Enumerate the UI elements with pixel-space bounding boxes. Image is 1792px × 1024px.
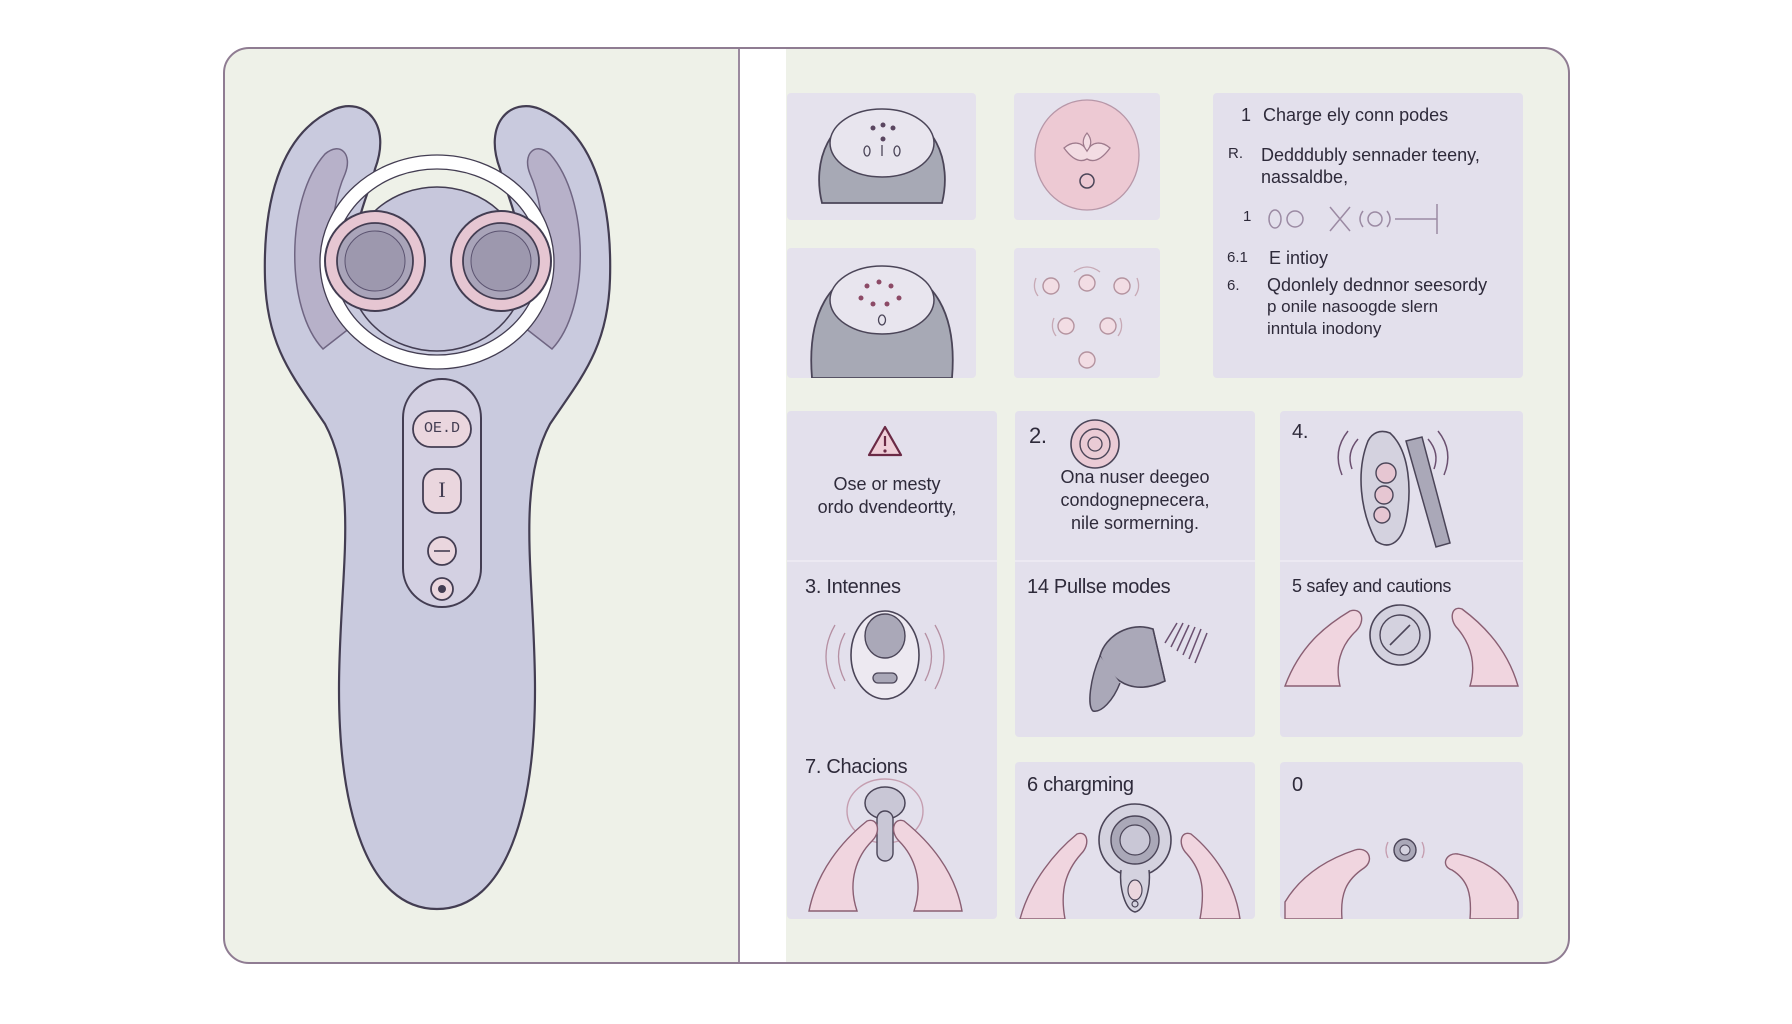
step2-number: 2.: [1029, 423, 1047, 448]
page-spine: [738, 49, 786, 962]
step7-cautions-label: 7. Chacions: [805, 756, 908, 778]
step2-line1: Ona nuser deegeo: [1060, 467, 1210, 487]
info-item4-text: E intioy: [1269, 248, 1329, 268]
head-tile-face: [787, 248, 976, 378]
power-button-label: OE.D: [423, 420, 460, 437]
info-item2-line1: Dedddubly sennader teeny,: [1261, 145, 1480, 165]
step3-intensities-label: 3. Intennes: [805, 576, 901, 598]
vibration-pattern-tile: [1014, 248, 1160, 378]
step4-number: 4.: [1292, 421, 1309, 443]
step6-charging-label: 6 chargming: [1027, 774, 1134, 796]
step5-safety-label: 5 safey and cautions: [1292, 576, 1452, 596]
info-item4-number: 6.1: [1227, 249, 1248, 266]
warning-line2: ordo dvendeortty,: [817, 497, 957, 517]
info-item5-number: 6.: [1227, 277, 1240, 294]
step2-line3: nile sormerning.: [1070, 513, 1200, 533]
column-b-lower-tile: 6 chargming: [1015, 762, 1255, 919]
warning-line1: Ose or mesty: [833, 474, 941, 494]
wave-diagram: [1268, 204, 1438, 234]
step14-pulse-modes-label: 14 Pullse modes: [1027, 576, 1171, 598]
info-item1-number: 1: [1241, 105, 1252, 125]
info-item5-line1: Qdonlely dednnor seesordy: [1267, 275, 1488, 295]
mode-button-label: I: [438, 477, 446, 502]
info-item1-text: Charge ely conn podes: [1263, 105, 1449, 125]
info-item2-line2: nassaldbe,: [1261, 167, 1349, 187]
info-panel: 1 Charge ely conn podes R. Dedddubly sen…: [1213, 93, 1523, 378]
massager-device-illustration: [263, 105, 612, 911]
column-b-upper-tile: 2. Ona nuser deegeo condognepnecera, nil…: [1015, 411, 1255, 737]
info-item2-marker: R.: [1228, 145, 1243, 162]
column-c-lower-tile: 0: [1280, 762, 1523, 919]
step0-label: 0: [1292, 774, 1303, 796]
step2-line2: condognepnecera,: [1060, 490, 1210, 510]
head-tile-pink: [1014, 93, 1160, 220]
column-c-upper-tile: 4. 5 safey and cautions: [1280, 411, 1523, 737]
device-page: OE.D I: [225, 49, 738, 962]
info-item3-number: 1: [1243, 208, 1252, 225]
head-tile-dots: [787, 93, 976, 220]
info-item5-line2: p onile nasoogde slern: [1267, 297, 1439, 316]
info-item5-line3: inntula inodony: [1267, 319, 1382, 338]
column-a-tile: Ose or mesty ordo dvendeortty, 3. Intenn…: [787, 411, 997, 919]
manual-sheet: OE.D I: [223, 47, 1570, 964]
